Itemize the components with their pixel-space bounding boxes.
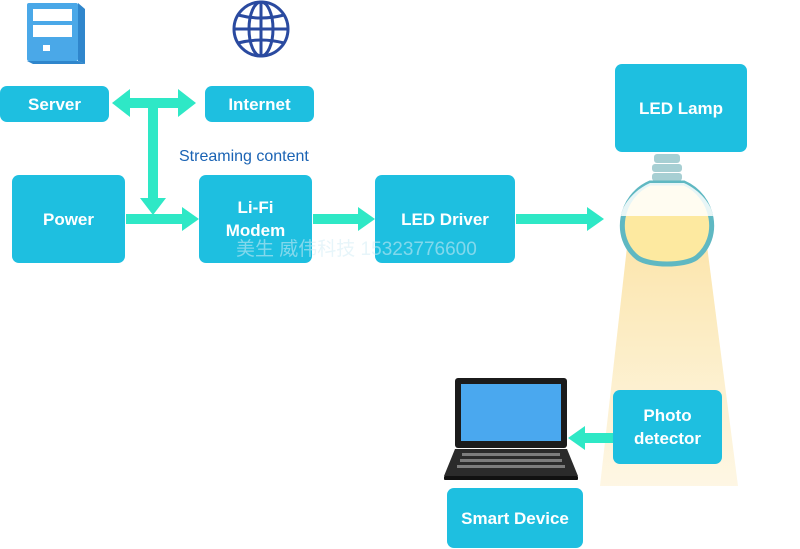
- lifi-modem-box: Li-Fi Modem: [199, 175, 312, 263]
- arrows: [112, 89, 613, 450]
- server-box: Server: [0, 86, 109, 122]
- streaming-content-label: Streaming content: [179, 148, 309, 165]
- server-icon: [27, 3, 85, 64]
- led-driver-box: LED Driver: [375, 175, 515, 263]
- led-driver-label: LED Driver: [401, 209, 489, 229]
- power-box: Power: [12, 175, 125, 263]
- power-label: Power: [42, 209, 95, 229]
- internet-box: Internet: [205, 86, 314, 122]
- led-lamp-box: LED Lamp: [615, 64, 747, 152]
- internet-label: Internet: [228, 94, 291, 114]
- globe-icon: [232, 0, 290, 58]
- detector-laptop-arrow: [568, 426, 613, 450]
- photo-detector-box: Photo detector: [613, 390, 722, 464]
- lifi-modem-label-line2: Modem: [225, 221, 286, 240]
- driver-lamp-arrow: [516, 207, 604, 231]
- lifi-modem-label-line1: Li-Fi: [237, 198, 274, 217]
- photo-detector-label-line2: detector: [633, 429, 702, 448]
- laptop-icon: [444, 378, 578, 480]
- smart-device-box: Smart Device: [447, 488, 583, 548]
- light-bulb-icon: [619, 154, 715, 267]
- power-lifi-arrow: [126, 207, 199, 231]
- vertical-link-arrow: [140, 108, 166, 215]
- server-label: Server: [28, 94, 81, 114]
- lifi-driver-arrow: [313, 207, 375, 231]
- server-internet-arrow: [112, 89, 196, 117]
- smart-device-label: Smart Device: [461, 508, 569, 528]
- led-lamp-label: LED Lamp: [638, 98, 724, 118]
- photo-detector-label-line1: Photo: [643, 406, 692, 425]
- watermark: 美生 威伟科技 15323776600: [236, 239, 477, 260]
